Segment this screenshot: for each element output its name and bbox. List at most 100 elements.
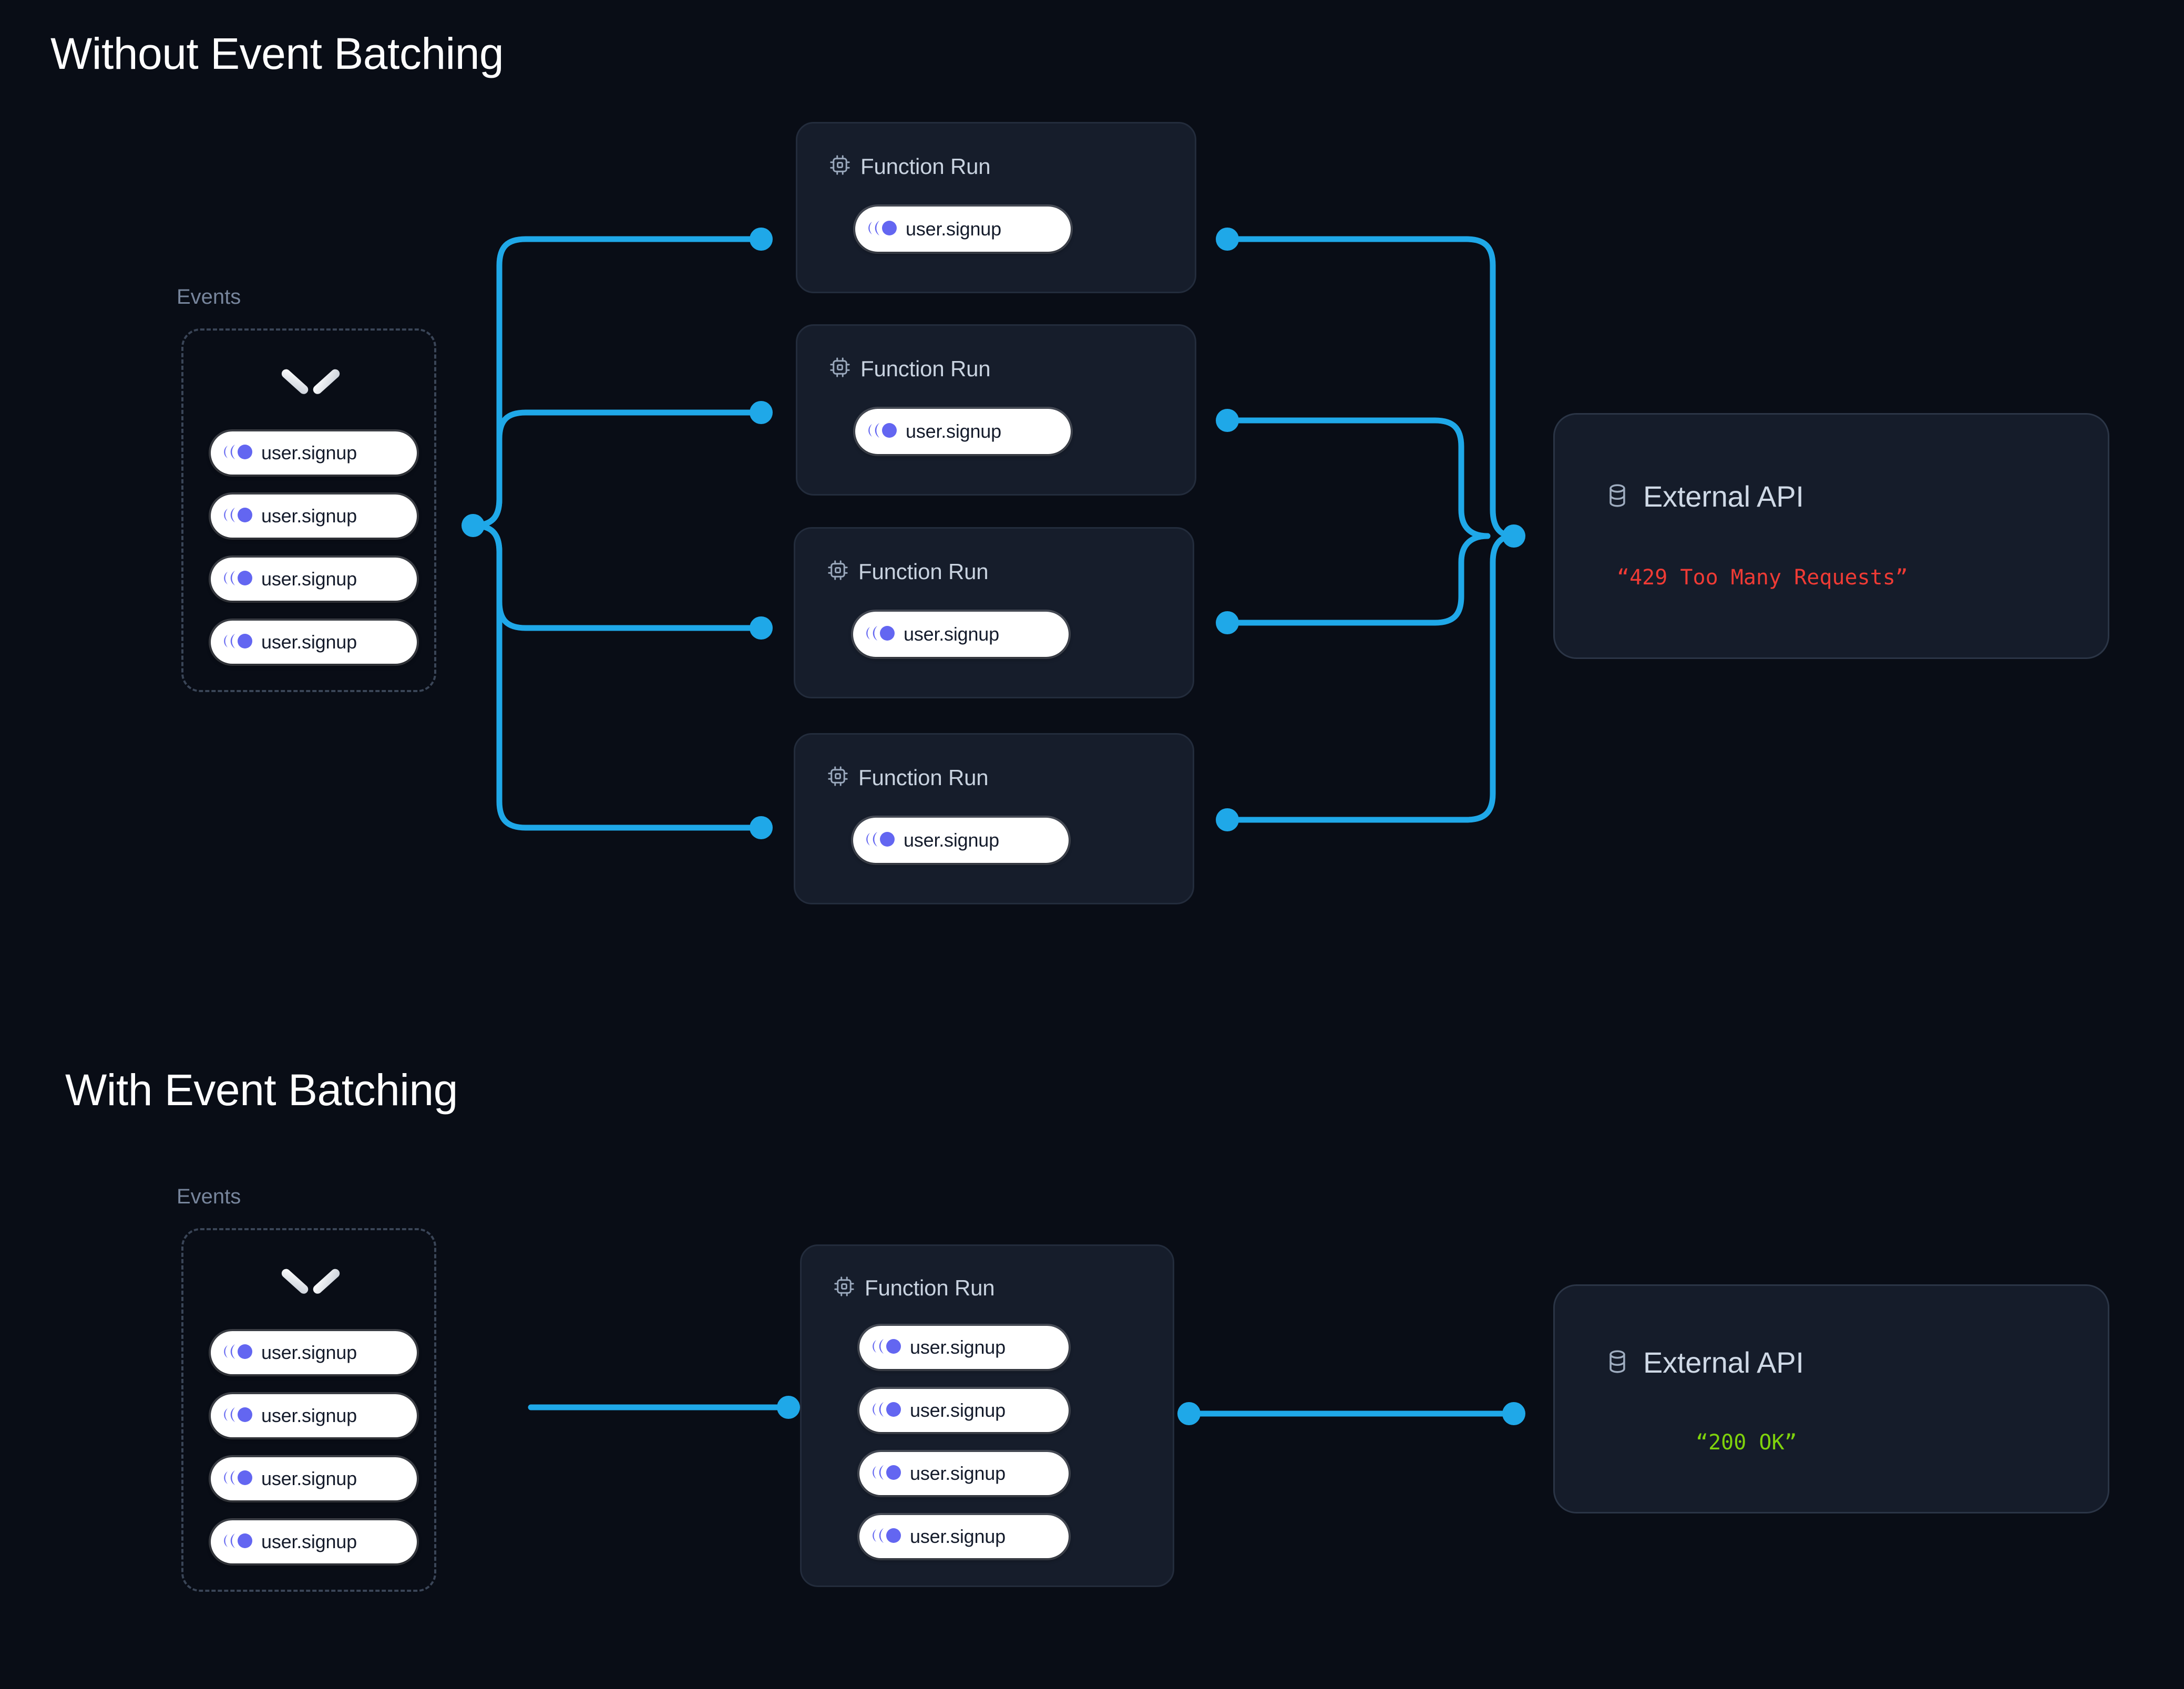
wire-node-run3-in — [750, 616, 773, 640]
function-run-title: Function Run — [860, 356, 991, 381]
event-pill-label: user.signup — [910, 1463, 1006, 1484]
event-icon — [222, 1468, 253, 1490]
function-run-title: Function Run — [865, 1275, 995, 1300]
event-pill-label: user.signup — [910, 1526, 1006, 1547]
cpu-chip-icon — [833, 1275, 855, 1300]
event-pill[interactable]: user.signup — [859, 1515, 1069, 1558]
wire-fanin-4 — [1224, 533, 1517, 823]
event-icon — [222, 506, 253, 527]
database-icon — [1604, 482, 1631, 511]
function-run-card[interactable]: Function Run user.signup — [794, 733, 1194, 904]
event-icon — [867, 219, 897, 240]
event-pill[interactable]: user.signup — [211, 1394, 417, 1437]
wire-fanout-1 — [470, 236, 764, 529]
event-pill[interactable]: user.signup — [211, 1457, 417, 1500]
event-pill[interactable]: user.signup — [859, 1389, 1069, 1432]
function-run-card[interactable]: Function Run user.signup — [794, 527, 1194, 698]
function-run-header: Function Run — [829, 153, 991, 179]
event-pill[interactable]: user.signup — [855, 207, 1071, 252]
event-pill-label: user.signup — [261, 631, 357, 653]
function-run-header: Function Run — [827, 559, 989, 584]
event-pill[interactable]: user.signup — [859, 1452, 1069, 1495]
cpu-chip-icon — [829, 154, 851, 179]
function-run-header: Function Run — [833, 1275, 995, 1300]
function-run-header: Function Run — [829, 356, 991, 381]
wire-fanin-2 — [1224, 417, 1491, 539]
external-api-title: External API — [1643, 480, 1804, 513]
chevron-down-icon — [280, 1263, 342, 1296]
event-pill[interactable]: user.signup — [859, 1326, 1069, 1369]
events-caption-with: Events — [177, 1185, 241, 1208]
event-pill[interactable]: user.signup — [211, 1520, 417, 1563]
event-pill-label: user.signup — [261, 1468, 357, 1489]
wire-fanin-1 — [1224, 236, 1517, 539]
event-pill[interactable]: user.signup — [853, 612, 1069, 657]
event-pill[interactable]: user.signup — [211, 495, 417, 538]
wire-node-run4-out — [1216, 808, 1239, 831]
database-icon — [1604, 1348, 1631, 1377]
chevron-down-icon — [280, 363, 342, 396]
cpu-chip-icon — [829, 356, 851, 381]
event-pill-label: user.signup — [261, 1405, 357, 1426]
function-run-title: Function Run — [858, 559, 989, 584]
event-pill-label: user.signup — [904, 829, 999, 851]
wire-node-batched-api-in — [1502, 1402, 1525, 1425]
event-icon — [871, 1400, 901, 1422]
function-run-title: Function Run — [858, 765, 989, 790]
external-api-card[interactable]: External API “429 Too Many Requests” — [1553, 413, 2109, 659]
event-pill-label: user.signup — [261, 1531, 357, 1552]
function-run-title: Function Run — [860, 153, 991, 179]
events-panel-with: user.signup user.signup user.signup — [181, 1228, 436, 1592]
event-icon — [867, 421, 897, 442]
event-icon — [222, 1405, 253, 1427]
wire-node-run4-in — [750, 816, 773, 839]
event-pill-label: user.signup — [906, 218, 1001, 240]
status-badge: “200 OK” — [1696, 1430, 1797, 1455]
function-run-card[interactable]: Function Run user.signup — [796, 122, 1196, 293]
event-pill-label: user.signup — [261, 505, 357, 527]
event-icon — [222, 632, 253, 653]
event-pill-label: user.signup — [906, 420, 1001, 442]
wire-node-run2-out — [1216, 409, 1239, 432]
event-pill-label: user.signup — [910, 1336, 1006, 1358]
external-api-header: External API — [1604, 1348, 1804, 1377]
event-icon — [222, 569, 253, 590]
event-icon — [871, 1337, 901, 1358]
wire-node-run1-in — [750, 228, 773, 251]
event-icon — [871, 1463, 901, 1485]
event-icon — [222, 1531, 253, 1553]
event-pill[interactable]: user.signup — [211, 431, 417, 475]
event-pill-label: user.signup — [261, 442, 357, 464]
event-pill[interactable]: user.signup — [211, 558, 417, 601]
event-pill[interactable]: user.signup — [853, 818, 1069, 863]
event-icon — [222, 442, 253, 464]
event-pill[interactable]: user.signup — [855, 409, 1071, 454]
external-api-header: External API — [1604, 482, 1804, 511]
wire-fanin-3 — [1224, 533, 1491, 626]
function-run-card-batched[interactable]: Function Run user.signup user.signup — [800, 1244, 1174, 1587]
event-icon — [871, 1526, 901, 1548]
event-pill[interactable]: user.signup — [211, 621, 417, 664]
events-caption-without: Events — [177, 285, 241, 308]
event-icon — [865, 830, 895, 851]
event-pill-label: user.signup — [261, 1342, 357, 1363]
wire-fanout-4 — [470, 522, 764, 831]
cpu-chip-icon — [827, 765, 849, 790]
wire-node-run3-out — [1216, 611, 1239, 634]
event-pill[interactable]: user.signup — [211, 1331, 417, 1374]
wire-fanout-2 — [470, 409, 764, 529]
function-run-header: Function Run — [827, 765, 989, 790]
event-pill-label: user.signup — [904, 623, 999, 645]
section-title-with-batching: With Event Batching — [65, 1065, 458, 1115]
cpu-chip-icon — [827, 559, 849, 584]
event-pill-label: user.signup — [261, 568, 357, 590]
wire-node-fanout-source — [462, 514, 485, 537]
function-run-card[interactable]: Function Run user.signup — [796, 324, 1196, 496]
external-api-card[interactable]: External API “200 OK” — [1553, 1284, 2109, 1513]
wire-fanout-3 — [470, 522, 764, 631]
wire-node-batched-run-out — [1177, 1402, 1201, 1425]
wire-node-run2-in — [750, 401, 773, 424]
external-api-title: External API — [1643, 1346, 1804, 1379]
event-icon — [222, 1342, 253, 1364]
